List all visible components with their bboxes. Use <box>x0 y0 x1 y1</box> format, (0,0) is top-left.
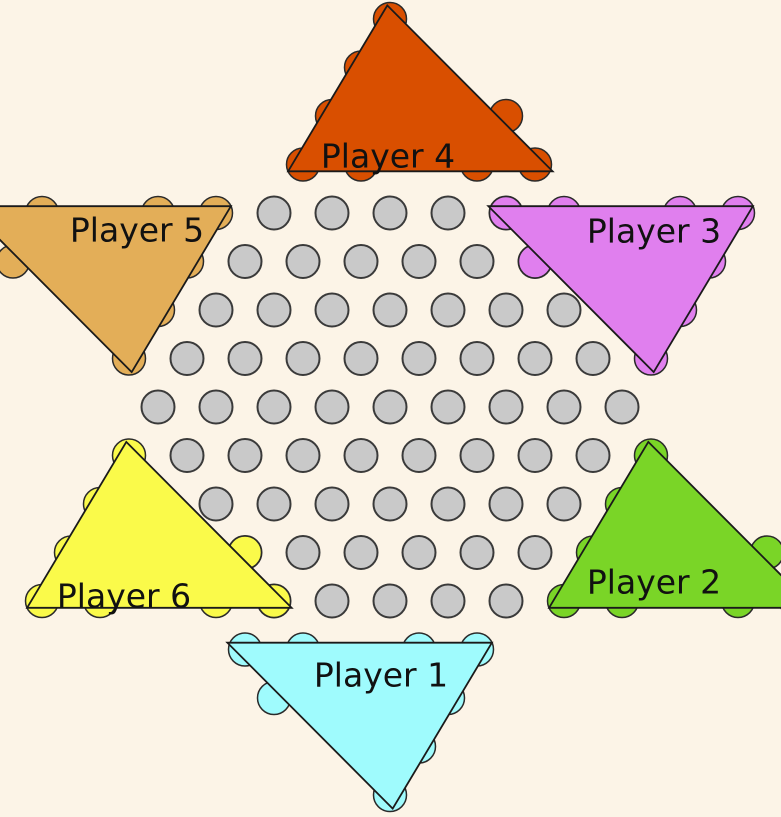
board-hole[interactable] <box>256 389 292 425</box>
board-hole[interactable] <box>517 341 553 376</box>
player-home-triangles: Player 1 Player 2 Player 3 Player 4 Player 5… <box>0 3 781 811</box>
board-hole[interactable] <box>575 341 611 376</box>
player-2-label: Player 2 <box>587 563 721 602</box>
board-hole[interactable] <box>343 341 379 376</box>
board-hole[interactable] <box>401 341 437 376</box>
board-hole[interactable] <box>488 486 524 522</box>
board-hole[interactable] <box>256 195 292 231</box>
board-hole[interactable] <box>372 486 408 522</box>
player-3-home-triangle <box>486 205 755 374</box>
board-hole[interactable] <box>575 438 611 473</box>
board-hole[interactable] <box>169 341 205 376</box>
board-hole[interactable] <box>169 438 205 473</box>
board-hole[interactable] <box>517 535 553 570</box>
board-hole[interactable] <box>430 292 466 328</box>
board-hole[interactable] <box>372 195 408 231</box>
player-5-home-triangle <box>0 205 233 374</box>
board-hole[interactable] <box>546 389 582 425</box>
board-hole[interactable] <box>488 583 524 619</box>
board-hole[interactable] <box>430 195 466 231</box>
board-hole[interactable] <box>256 292 292 328</box>
board-hole[interactable] <box>227 341 263 376</box>
player-6-label: Player 6 <box>57 577 191 616</box>
board-hole[interactable] <box>256 486 292 522</box>
board-hole[interactable] <box>314 583 350 619</box>
board-hole[interactable] <box>198 292 234 328</box>
board-hole[interactable] <box>546 486 582 522</box>
player-5-label: Player 5 <box>70 211 204 250</box>
player-4-home-triangle <box>286 3 555 173</box>
board-hole[interactable] <box>343 438 379 473</box>
board-hole[interactable] <box>198 486 234 522</box>
board-hole[interactable] <box>314 195 350 231</box>
player-3-label: Player 3 <box>587 212 721 251</box>
board-hole[interactable] <box>488 389 524 425</box>
board-hole[interactable] <box>546 292 582 328</box>
board-hole[interactable] <box>488 292 524 328</box>
board-hole[interactable] <box>372 292 408 328</box>
board-hole[interactable] <box>430 486 466 522</box>
board-hole[interactable] <box>343 535 379 570</box>
board-hole[interactable] <box>517 438 553 473</box>
board-hole[interactable] <box>343 244 379 279</box>
board-hole[interactable] <box>314 292 350 328</box>
player-6-home-triangle <box>25 440 294 609</box>
board-hole[interactable] <box>401 535 437 570</box>
player-4-label: Player 4 <box>321 137 455 176</box>
board-hole[interactable] <box>227 438 263 473</box>
player-1-label: Player 1 <box>314 656 448 695</box>
board-hole[interactable] <box>314 389 350 425</box>
board-hole[interactable] <box>430 583 466 619</box>
board-hole[interactable] <box>401 438 437 473</box>
board-hole[interactable] <box>401 244 437 279</box>
board-hole[interactable] <box>459 535 495 570</box>
board-hole[interactable] <box>372 583 408 619</box>
player-1-home-triangle <box>225 641 494 811</box>
board-hole[interactable] <box>604 389 640 425</box>
board-hole[interactable] <box>285 438 321 473</box>
board-hole[interactable] <box>459 244 495 279</box>
board-hole[interactable] <box>430 389 466 425</box>
board-hole[interactable] <box>140 389 176 425</box>
player-2-home-triangle <box>547 440 781 609</box>
board-hole[interactable] <box>314 486 350 522</box>
board-hole[interactable] <box>198 389 234 425</box>
board-hole[interactable] <box>459 438 495 473</box>
board-hole[interactable] <box>285 535 321 570</box>
board-hole[interactable] <box>372 389 408 425</box>
board-hole[interactable] <box>285 244 321 279</box>
board-hole[interactable] <box>285 341 321 376</box>
board-hole[interactable] <box>459 341 495 376</box>
board-hole[interactable] <box>227 244 263 279</box>
